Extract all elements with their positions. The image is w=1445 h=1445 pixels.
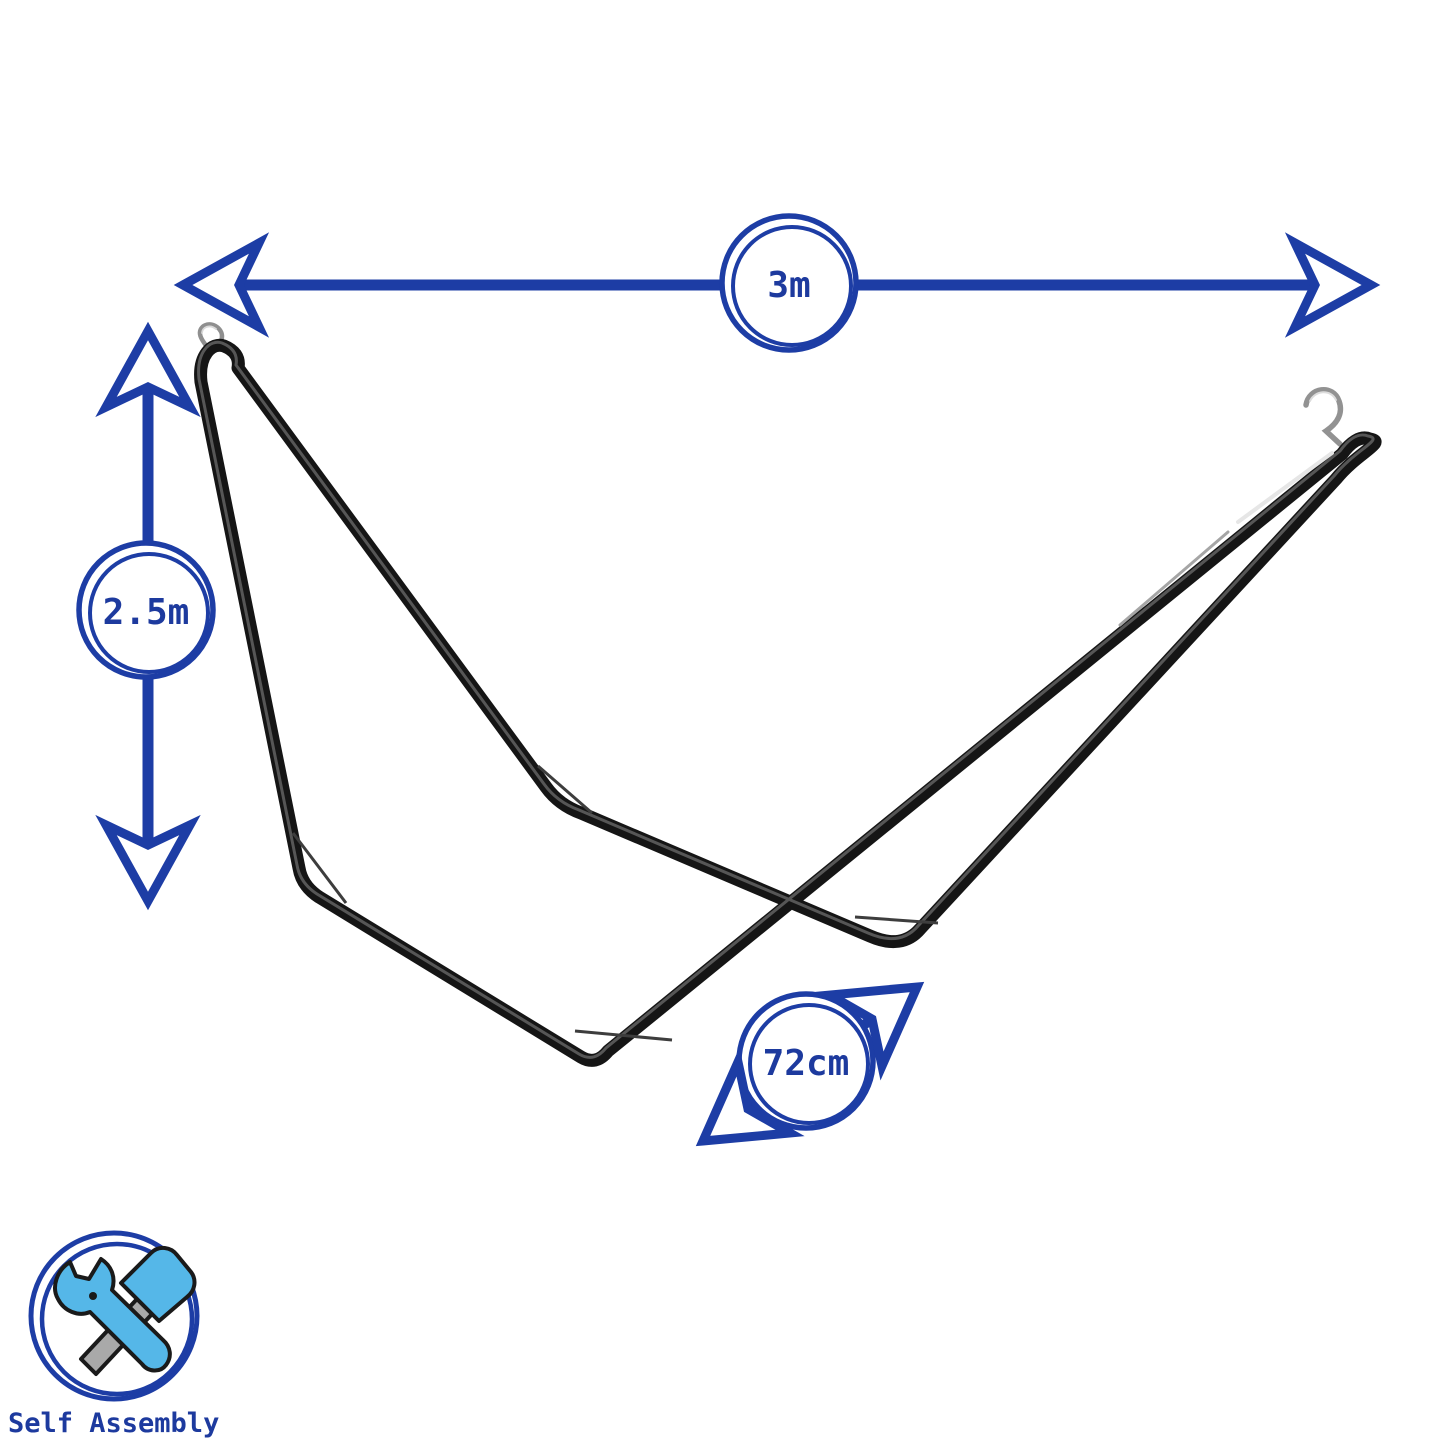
right-hook-highlight: [1309, 391, 1337, 402]
depth-badge-circle-inner: [748, 1003, 870, 1125]
stand-gloss-highlight: [197, 340, 1375, 1059]
wrench-eye-dot: [89, 1292, 97, 1300]
assembly-badge-circle-inner: [39, 1241, 195, 1397]
depth-dimension-arrowheads: [695, 981, 925, 1147]
brace-wire-top-left: [537, 764, 593, 815]
left-hook-icon: [197, 322, 225, 353]
height-dimension-value: 2.5m: [103, 592, 190, 633]
stand-specular-highlight: [1236, 451, 1334, 524]
arrow-up-right-icon: [815, 981, 925, 1081]
arrow-up-icon: [95, 321, 201, 418]
brace-wire-back-left: [291, 832, 348, 904]
hammer-wrench-icon: [53, 1246, 197, 1376]
right-hook-icon: [1303, 387, 1344, 447]
stand-specular-highlight-2: [1118, 530, 1230, 627]
depth-dimension-value: 72cm: [763, 1043, 850, 1084]
width-badge-circle: [719, 213, 859, 353]
width-badge-circle-inner: [731, 225, 853, 347]
self-assembly-label: Self Assembly: [8, 1408, 219, 1439]
arrow-left-icon: [173, 232, 270, 338]
arrow-right-icon: [1284, 232, 1381, 338]
brace-wire-front: [574, 1029, 673, 1042]
height-dimension-badge: 2.5m: [76, 540, 216, 680]
arrow-down-icon: [95, 814, 201, 911]
height-badge-circle: [76, 540, 216, 680]
depth-dimension-badge: 72cm: [736, 991, 876, 1131]
hammock-stand-illustration: [194, 322, 1382, 1067]
brace-wire-right: [854, 915, 939, 925]
width-dimension-badge: 3m: [719, 213, 859, 353]
left-hook-shape: [197, 322, 225, 353]
wrench-icon: [53, 1257, 172, 1373]
left-hook-highlight: [201, 325, 217, 334]
width-dimension-value: 3m: [767, 265, 810, 306]
wrench-body: [53, 1257, 172, 1373]
height-badge-circle-inner: [88, 552, 210, 674]
self-assembly-badge: Self Assembly: [8, 1230, 219, 1439]
hammer-head: [119, 1246, 197, 1323]
stand-tube-outline: [194, 338, 1382, 1067]
arrow-down-left-icon: [695, 1047, 805, 1147]
right-hook-shape: [1303, 387, 1344, 447]
